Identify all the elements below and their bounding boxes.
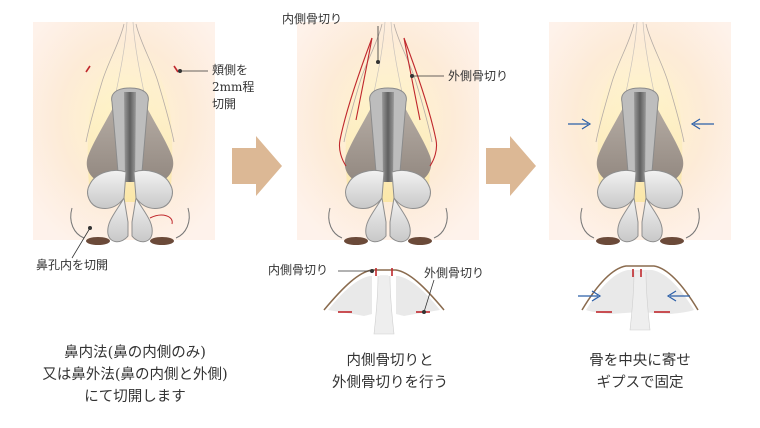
cross-section-fixation <box>578 265 699 331</box>
panel-osteotomy <box>297 21 479 246</box>
lateral-osteotomy-line-right <box>403 37 438 167</box>
medial-osteotomy-top-label: 内側骨切り <box>282 12 343 26</box>
step2-caption: 内側骨切りと 外側骨切りを行う <box>300 350 480 394</box>
step3-caption-line-1: 骨を中央に寄せ <box>589 353 691 369</box>
nostril-leader-dot <box>88 226 92 230</box>
nostril-incision-label: 鼻孔内を切開 <box>36 258 109 272</box>
lateral-osteotomy-top-label: 外側骨切り <box>448 69 509 83</box>
lateral-osteotomy-line-left <box>338 37 373 167</box>
step2-caption-line-1: 内側骨切りと <box>346 353 434 369</box>
cheek-incision-label-line-1: 頬側を <box>212 63 249 77</box>
lateral-bottom-leader-line <box>423 279 435 313</box>
medial-bottom-leader-dot <box>370 269 374 273</box>
step2-caption-line-2: 外側骨切りを行う <box>332 375 448 391</box>
cheek-incision-label-line-2: 2mm程 <box>212 80 255 94</box>
cross-section-osteotomy <box>323 268 445 335</box>
step3-caption: 骨を中央に寄せ ギプスで固定 <box>550 350 730 394</box>
fixation-bone-right <box>640 270 694 314</box>
panel-fixation <box>549 21 731 246</box>
step-arrow-2 <box>486 136 536 196</box>
lateral-osteotomy-bottom-label: 外側骨切り <box>424 266 485 280</box>
step-arrow-1 <box>232 136 282 196</box>
nostril-leader-line <box>71 227 91 259</box>
medial-osteotomy-bottom-label: 内側骨切り <box>268 263 329 277</box>
step1-caption-line-2: 又は鼻外法(鼻の内側と外側) <box>42 367 228 383</box>
cheek-incision-label-line-3: 切開 <box>212 97 237 111</box>
step3-caption-line-2: ギプスで固定 <box>596 375 684 391</box>
cheek-incision-left <box>85 65 91 73</box>
medial-osteotomy-line-left <box>355 37 373 121</box>
cheek-leader-dot <box>178 69 182 73</box>
fixation-push-arrow-right <box>666 290 690 302</box>
fixation-septum <box>629 271 651 331</box>
fixation-bridge-outline <box>581 265 699 311</box>
step1-caption: 鼻内法(鼻の内側のみ) 又は鼻外法(鼻の内側と外側) にて切開します <box>20 342 250 408</box>
cheek-incision-label: 頬側を 2mm程 切開 <box>212 62 254 113</box>
panel-incision <box>33 21 215 259</box>
push-arrow-right <box>690 118 714 130</box>
medial-top-leader-dot <box>376 60 380 64</box>
lateral-bottom-leader-dot <box>422 310 426 314</box>
fixation-bone-left <box>586 270 640 314</box>
step1-caption-line-1: 鼻内法(鼻の内側のみ) <box>64 345 206 361</box>
push-arrow-left <box>568 118 592 130</box>
lateral-top-leader-dot <box>410 74 414 78</box>
step1-caption-line-3: にて切開します <box>84 389 186 405</box>
fixation-push-arrow-left <box>578 290 602 302</box>
cheek-incision-right <box>173 65 179 73</box>
nostril-incision-mark <box>149 214 173 225</box>
